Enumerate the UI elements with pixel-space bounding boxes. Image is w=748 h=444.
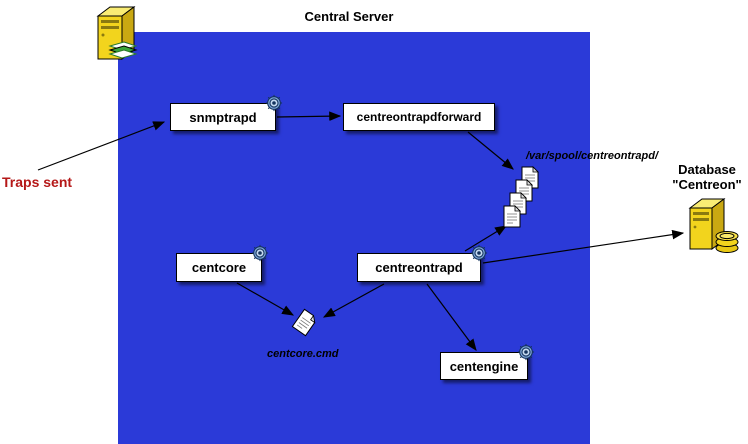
gear-icon [265,94,283,112]
node-centreontrapdforward-label: centreontrapdforward [356,110,482,124]
gear-icon [470,244,488,262]
node-centengine-label: centengine [449,358,519,374]
database-server-icon [686,196,740,258]
diagram-title: Central Server [304,9,394,24]
spool-path-label: /var/spool/centreontrapd/ [526,150,659,162]
node-centcore-label: centcore [191,260,247,275]
node-centcore: centcore [176,244,269,282]
node-snmptrapd-label: snmptrapd [189,109,257,125]
gear-icon [251,244,269,262]
database-label-line2: "Centreon" [672,176,742,192]
node-centengine: centengine [440,343,535,380]
gear-icon [517,343,535,361]
file-icon [503,205,521,228]
server-icon [92,4,140,64]
central-server-area [118,32,590,444]
node-snmptrapd: snmptrapd [170,94,283,131]
centcore-cmd-label: centcore.cmd [267,348,339,360]
node-centreontrapd: centreontrapd [357,244,488,282]
traps-sent-label: Traps sent [2,174,73,190]
node-centreontrapd-label: centreontrapd [375,260,463,275]
database-label: Database "Centreon" [666,162,748,193]
file-icon [291,308,319,337]
database-label-line1: Database [678,162,736,177]
node-centreontrapdforward: centreontrapdforward [343,103,495,131]
